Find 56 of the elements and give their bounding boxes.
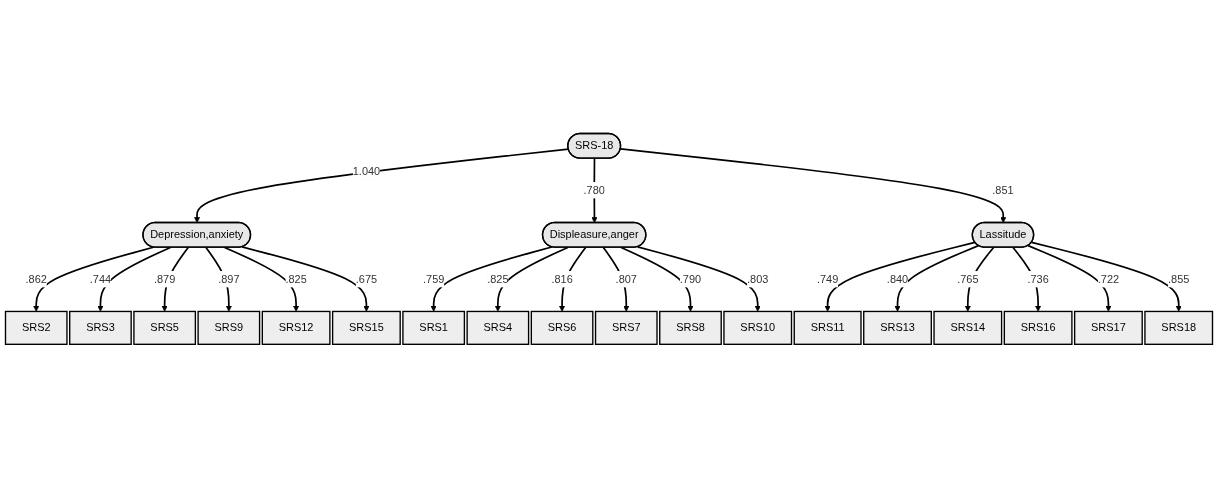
arrow	[894, 244, 980, 312]
arrow	[161, 246, 190, 312]
arrow	[620, 246, 694, 312]
edge-label: .862	[25, 272, 47, 285]
node-box: SRS2	[4, 310, 68, 345]
edge-label: .807	[615, 272, 637, 285]
node-box: SRS1	[402, 310, 466, 345]
edge-label: .879	[153, 272, 176, 285]
edge-label: .722	[1097, 272, 1120, 285]
edge-label: .744	[89, 272, 112, 285]
arrow	[33, 246, 155, 312]
arrow	[1012, 246, 1042, 312]
edge-label: .840	[886, 272, 909, 285]
node-box: SRS7	[594, 310, 658, 345]
edge-label: 1.040	[352, 164, 381, 177]
node-box: SRS13	[863, 310, 932, 345]
arrow	[1030, 241, 1182, 312]
arrow	[430, 245, 553, 312]
node-box: SRS15	[331, 310, 401, 345]
node-box: SRS17	[1073, 310, 1143, 345]
node-box: SRS4	[466, 310, 530, 345]
arrow	[602, 246, 630, 312]
edge-label: .759	[423, 272, 445, 285]
edge-label: .790	[679, 272, 702, 285]
edge-label: .765	[957, 272, 979, 285]
node-box: SRS16	[1003, 310, 1073, 345]
node-box: SRS9	[197, 310, 261, 345]
arrow	[223, 246, 300, 312]
edge-label: .675	[355, 272, 378, 285]
arrow	[559, 246, 587, 312]
node-box: SRS5	[133, 310, 197, 345]
node-box: SRS11	[793, 310, 862, 345]
arrow	[97, 246, 172, 312]
arrow	[205, 246, 232, 312]
arrow	[1027, 244, 1112, 312]
edge-label: .803	[747, 272, 769, 285]
node-box: SRS18	[1144, 310, 1214, 345]
node-box: SRS8	[659, 310, 722, 345]
edge-label: .897	[218, 272, 240, 285]
edge-label: .780	[583, 183, 605, 196]
node-box: SRS14	[933, 310, 1003, 345]
node-box: SRS12	[261, 310, 331, 345]
edge-label: .825	[487, 272, 509, 285]
node-box: SRS3	[69, 310, 132, 345]
edge-label: .855	[1168, 272, 1190, 285]
edge-label: .816	[551, 272, 573, 285]
arrow	[494, 246, 569, 312]
edge-label: .825	[285, 272, 307, 285]
edge-label: .851	[992, 183, 1014, 196]
edge-label: .736	[1027, 272, 1049, 285]
node-box: SRS10	[723, 310, 793, 345]
edge-label: .749	[816, 272, 839, 285]
arrow	[824, 241, 976, 312]
arrow	[241, 245, 370, 312]
arrow	[636, 245, 761, 312]
node-box: SRS6	[530, 310, 594, 345]
